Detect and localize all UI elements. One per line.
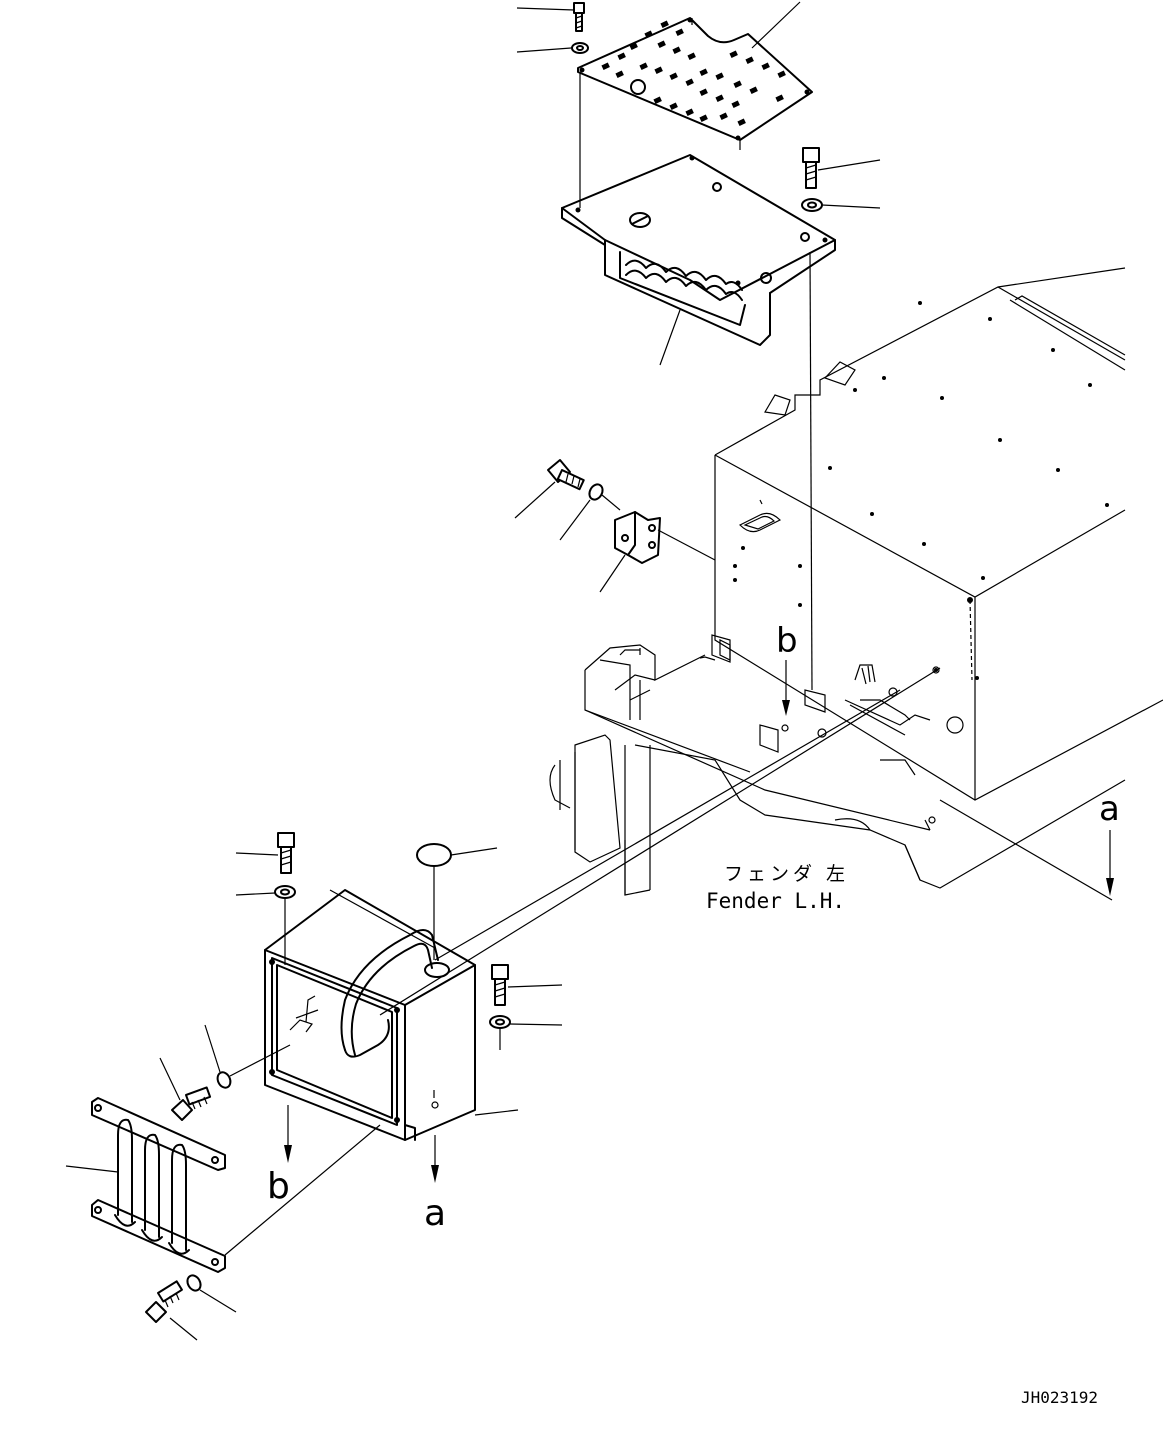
bolt-top-left	[516, 2, 585, 32]
washer-toolbox-left	[204, 1024, 291, 1089]
bolt-holder	[145, 1280, 198, 1341]
bolt-bracket-middle	[514, 459, 585, 519]
top-step-plate	[577, 17, 813, 141]
assembly-line-5	[379, 667, 941, 1016]
ref-arrow-b-top: b	[776, 621, 798, 716]
ref-label-b-bottom: b	[267, 1166, 290, 1207]
washer-bracket-middle	[559, 483, 621, 541]
ref-label-a-right: a	[1099, 789, 1120, 829]
tool-box-cap	[416, 843, 498, 960]
ref-arrow-b-bottom: b	[267, 1105, 292, 1207]
bolt-toolbox-top	[235, 832, 295, 874]
washer-top-left	[516, 42, 589, 54]
step-bracket	[561, 154, 836, 366]
ref-label-b-top: b	[776, 621, 798, 661]
ref-arrow-a-right: a	[1099, 789, 1120, 896]
washer-bracket-right	[801, 198, 881, 212]
ref-arrow-a-bottom: a	[424, 1135, 446, 1234]
assembly-line-4	[809, 251, 813, 691]
tool-holder	[65, 1097, 381, 1273]
fender-frame	[549, 634, 1126, 896]
mounting-bracket	[599, 511, 716, 593]
washer-toolbox-top	[235, 885, 296, 965]
assembly-line-6	[434, 689, 901, 961]
bolt-toolbox-right	[491, 964, 563, 1006]
washer-toolbox-right	[489, 1015, 563, 1050]
bolt-toolbox-left	[159, 1057, 212, 1121]
machine-body	[714, 267, 1163, 801]
ref-label-a-bottom: a	[424, 1193, 446, 1234]
fender-label-en: Fender L.H.	[706, 889, 845, 913]
bolt-bracket-right	[802, 147, 881, 189]
drawing-code: JH023192	[1021, 1388, 1098, 1407]
fender-label-jp: フェンダ 左	[724, 863, 849, 885]
washer-holder	[186, 1274, 237, 1313]
assembly-line-7	[939, 799, 1113, 901]
tool-box	[264, 889, 519, 1141]
leader-top-plate	[751, 1, 801, 49]
